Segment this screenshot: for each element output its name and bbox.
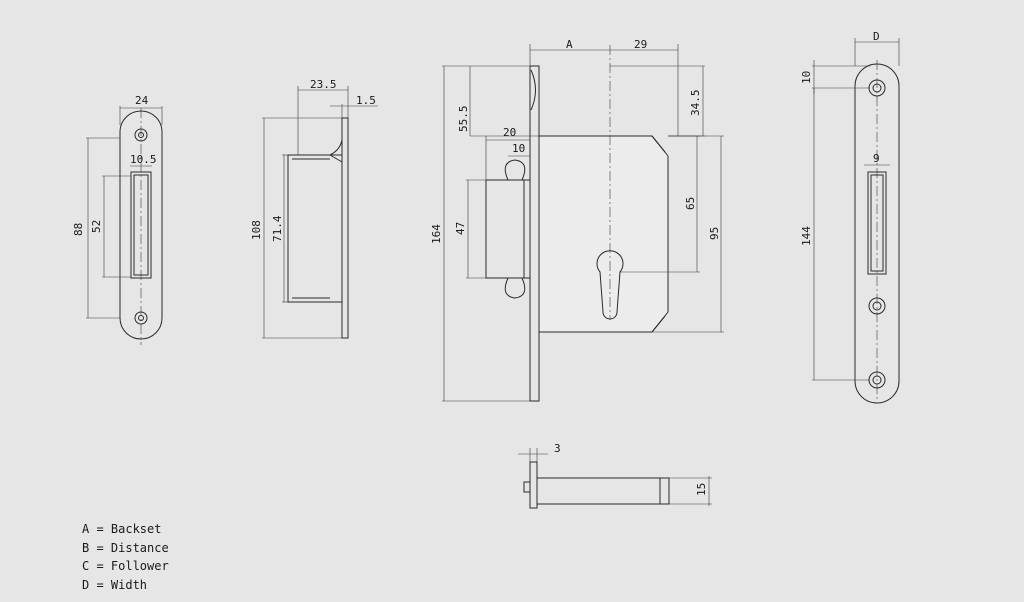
dim-47: 47 [454,222,467,235]
legend-item-c: C = Follower [82,559,169,573]
dim-23-5: 23.5 [310,78,337,91]
pin-head [529,461,538,509]
dim-34-5: 34.5 [689,90,702,117]
dim-55-5: 55.5 [457,106,470,133]
dim-10-5: 10.5 [130,153,157,166]
strike-plate-outline [119,110,163,340]
lock-case-view: A 29 164 55.5 20 10 47 34.5 65 [430,38,724,402]
cylinder-hole [596,250,624,320]
side-plate [341,117,349,339]
dim-backset-a: A [566,38,573,51]
dim-20: 20 [503,126,516,139]
faceplate-outline [854,63,900,404]
dim-29: 29 [634,38,647,51]
dim-52: 52 [90,220,103,233]
dim-71-4: 71.4 [271,215,284,242]
legend-item-a: A = Backset [82,522,162,536]
dim-144: 144 [800,226,813,246]
pin-view: 3 15 [518,442,712,509]
dim-65: 65 [684,197,697,210]
dim-1-5: 1.5 [356,94,376,107]
faceplate-front-view: D 10 9 144 [800,30,900,404]
dim-width-d: D [873,30,880,43]
dim-108: 108 [250,220,263,240]
dim-3: 3 [554,442,561,455]
dim-95: 95 [708,227,721,240]
strike-plate-view: 24 10.5 88 52 [72,94,163,345]
side-box [287,154,342,303]
legend-item-b: B = Distance [82,540,169,555]
dim-9: 9 [873,152,880,165]
dim-10-faceplate: 10 [800,71,813,84]
strike-box-side-view: 23.5 1.5 108 71.4 [250,78,378,339]
legend-item-d: D = Width [82,577,148,592]
latch-bolt [485,179,531,279]
dim-15: 15 [695,483,708,496]
dim-24: 24 [135,94,149,107]
lock-case-body [538,135,669,333]
dim-10-case: 10 [512,142,525,155]
dim-88: 88 [72,223,85,236]
lock-faceplate-edge [529,65,540,402]
legend: A = Backset B = Distance C = Follower D … [82,520,169,594]
dim-164: 164 [430,224,443,244]
pin-shaft [536,477,670,505]
